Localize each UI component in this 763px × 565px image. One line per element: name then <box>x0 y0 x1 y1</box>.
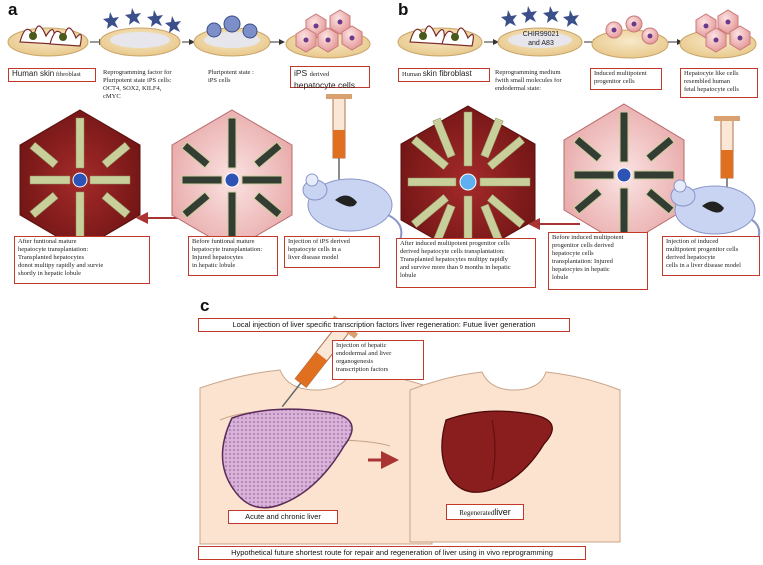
label-reprogramming-factor-a: Reprogramming factor for Pluripotent sta… <box>100 68 198 106</box>
panel-letter-b: b <box>398 0 409 19</box>
label-after-transplant-a: After funtional mature hepatocyte transp… <box>14 236 150 284</box>
syringe-icon <box>326 94 352 180</box>
dish-fibroblast-b <box>397 25 483 57</box>
label-after-transplant-b: After induced multipotent progenitor cel… <box>396 238 536 288</box>
mouse-icon <box>670 179 761 245</box>
label-small-molecules-b: CHIR99021 and A83 <box>522 31 560 47</box>
label-acute-chronic-liver: Acute and chronic liver <box>228 510 338 524</box>
label-before-transplant-a: Before funtional mature hepatocyte trans… <box>188 236 278 276</box>
star-factor-icon <box>103 8 181 33</box>
label-injection-a: Injection of iPS derived hepatocyte cell… <box>284 236 380 268</box>
panel-letter-a: a <box>8 0 18 19</box>
mouse-icon <box>302 173 403 246</box>
label-human-skin-fibroblast-b: Human skin fibroblast <box>398 68 490 82</box>
label-regenerated-liver: Regeneratedliver <box>446 504 524 520</box>
star-factor-icon <box>501 6 579 27</box>
banner-local-injection: Local injection of liver specific transc… <box>198 318 570 332</box>
dish-induced-b <box>591 15 669 59</box>
label-pluripotent-a: Pluripotent state : iPS cells <box>205 68 275 88</box>
panel-letter-c: c <box>200 296 210 315</box>
label-hepatocyte-like-b: Hepatocyte like cells resembled human fe… <box>680 68 758 98</box>
label-injection-factors-c: Injection of hepatic endodermal and live… <box>332 340 424 380</box>
lobule-before-b <box>563 103 685 247</box>
dish-hepatocytes-a <box>285 9 371 59</box>
dish-small-molecules-b <box>497 27 583 57</box>
label-injection-b: Injection of induced multipotent progeni… <box>662 236 760 276</box>
dish-hepatocyte-like-b <box>679 9 757 59</box>
lobule-after-a <box>19 109 141 251</box>
liver-regenerated <box>441 410 553 493</box>
label-ips-hepatocyte-a: iPS derived hepatocyte cells <box>290 66 370 90</box>
banner-hypothetical-route: Hypothetical future shortest route for r… <box>198 546 586 560</box>
dish-fibroblast-a <box>7 25 89 57</box>
dish-reprogramming-a <box>99 27 181 57</box>
liver-diseased <box>221 408 353 509</box>
lobule-after-b <box>400 105 536 259</box>
syringe-icon <box>714 116 740 198</box>
label-reprogramming-medium-b: Reprogramming medium fwith small molecul… <box>492 68 588 98</box>
dish-pluripotent-a <box>193 15 271 57</box>
label-before-transplant-b: Before induced multipotent progenitor ce… <box>548 232 648 290</box>
label-human-skin-fibroblast-a: Human skin fibroblast <box>8 68 96 82</box>
label-induced-multipotent-b: Induced multipotent progenitor cells <box>590 68 662 90</box>
lobule-before-a <box>171 109 293 251</box>
